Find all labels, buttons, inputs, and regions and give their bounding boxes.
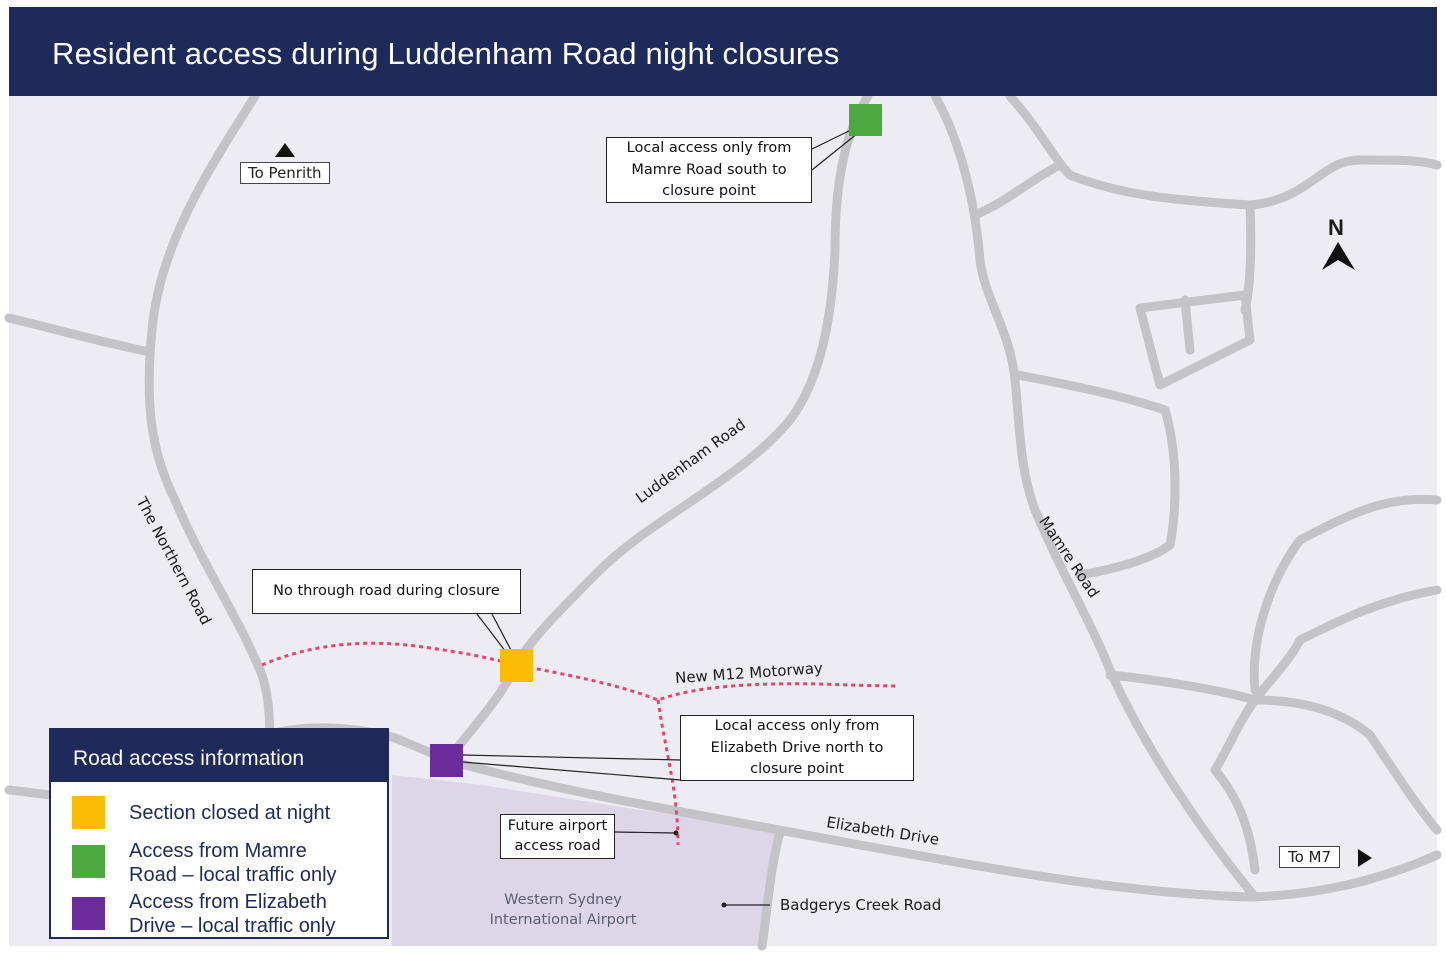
no-through-callout: No through road during closure (252, 569, 521, 614)
legend-line: Access from Elizabeth (129, 891, 327, 913)
m7-arrow-icon (1358, 849, 1372, 867)
legend-line: Drive – local traffic only (129, 915, 336, 937)
closure-point-marker[interactable] (500, 649, 533, 682)
to-m7-label: To M7 (1279, 846, 1341, 868)
callout-line: Local access only from (714, 718, 880, 734)
badgerys-creek-road-label: Badgerys Creek Road (780, 896, 942, 914)
callout-line: Mamre Road south to (631, 161, 787, 178)
legend-swatch-elizabeth (72, 897, 105, 930)
airport-road-dot (673, 830, 679, 836)
legend-line: Road – local traffic only (129, 864, 337, 886)
legend-header: Road access information (51, 730, 387, 782)
elizabeth-access-marker[interactable] (430, 744, 463, 777)
legend-label-closed: Section closed at night (129, 801, 379, 825)
airport-label-line: Western Sydney (504, 892, 622, 908)
north-label: N (1328, 215, 1344, 240)
callout-line: access road (514, 838, 601, 854)
callout-line: Future airport (507, 818, 608, 834)
callout-line: closure point (750, 761, 844, 777)
callout-line: closure point (662, 183, 756, 199)
badgerys-dot (721, 902, 727, 908)
leader-lines (461, 127, 859, 906)
page-title: Resident access during Luddenham Road ni… (52, 36, 840, 71)
road-network (4, 91, 1442, 951)
mamre-access-callout: Local access only from Mamre Road south … (606, 137, 812, 203)
legend-title: Road access information (73, 747, 305, 770)
legend-panel: Road access information Section closed a… (49, 728, 389, 939)
callout-line: No through road during closure (273, 583, 500, 599)
m12-motorway (261, 641, 898, 846)
legend-line: Section closed at night (129, 802, 331, 824)
legend-swatch-closed (72, 796, 105, 829)
callout-line: Local access only from (626, 140, 792, 156)
title-bar (9, 7, 1437, 96)
legend-label-mamre: Access from Mamre Road – local traffic o… (129, 839, 379, 887)
airport-label-line: International Airport (489, 912, 637, 928)
airport-label: Western Sydney International Airport (480, 890, 646, 930)
mamre-access-marker[interactable] (849, 104, 882, 136)
legend-swatch-mamre (72, 845, 105, 878)
callout-line: Elizabeth Drive north to (710, 739, 884, 756)
elizabeth-access-callout: Local access only from Elizabeth Drive n… (680, 715, 914, 781)
to-penrith-label: To Penrith (240, 162, 330, 184)
legend-label-elizabeth: Access from Elizabeth Drive – local traf… (129, 890, 379, 938)
airport-road-callout: Future airport access road (500, 814, 615, 859)
north-arrow-icon (1322, 242, 1355, 270)
airport-area (392, 775, 780, 946)
penrith-arrow-icon (275, 143, 295, 157)
legend-line: Access from Mamre (129, 840, 307, 862)
